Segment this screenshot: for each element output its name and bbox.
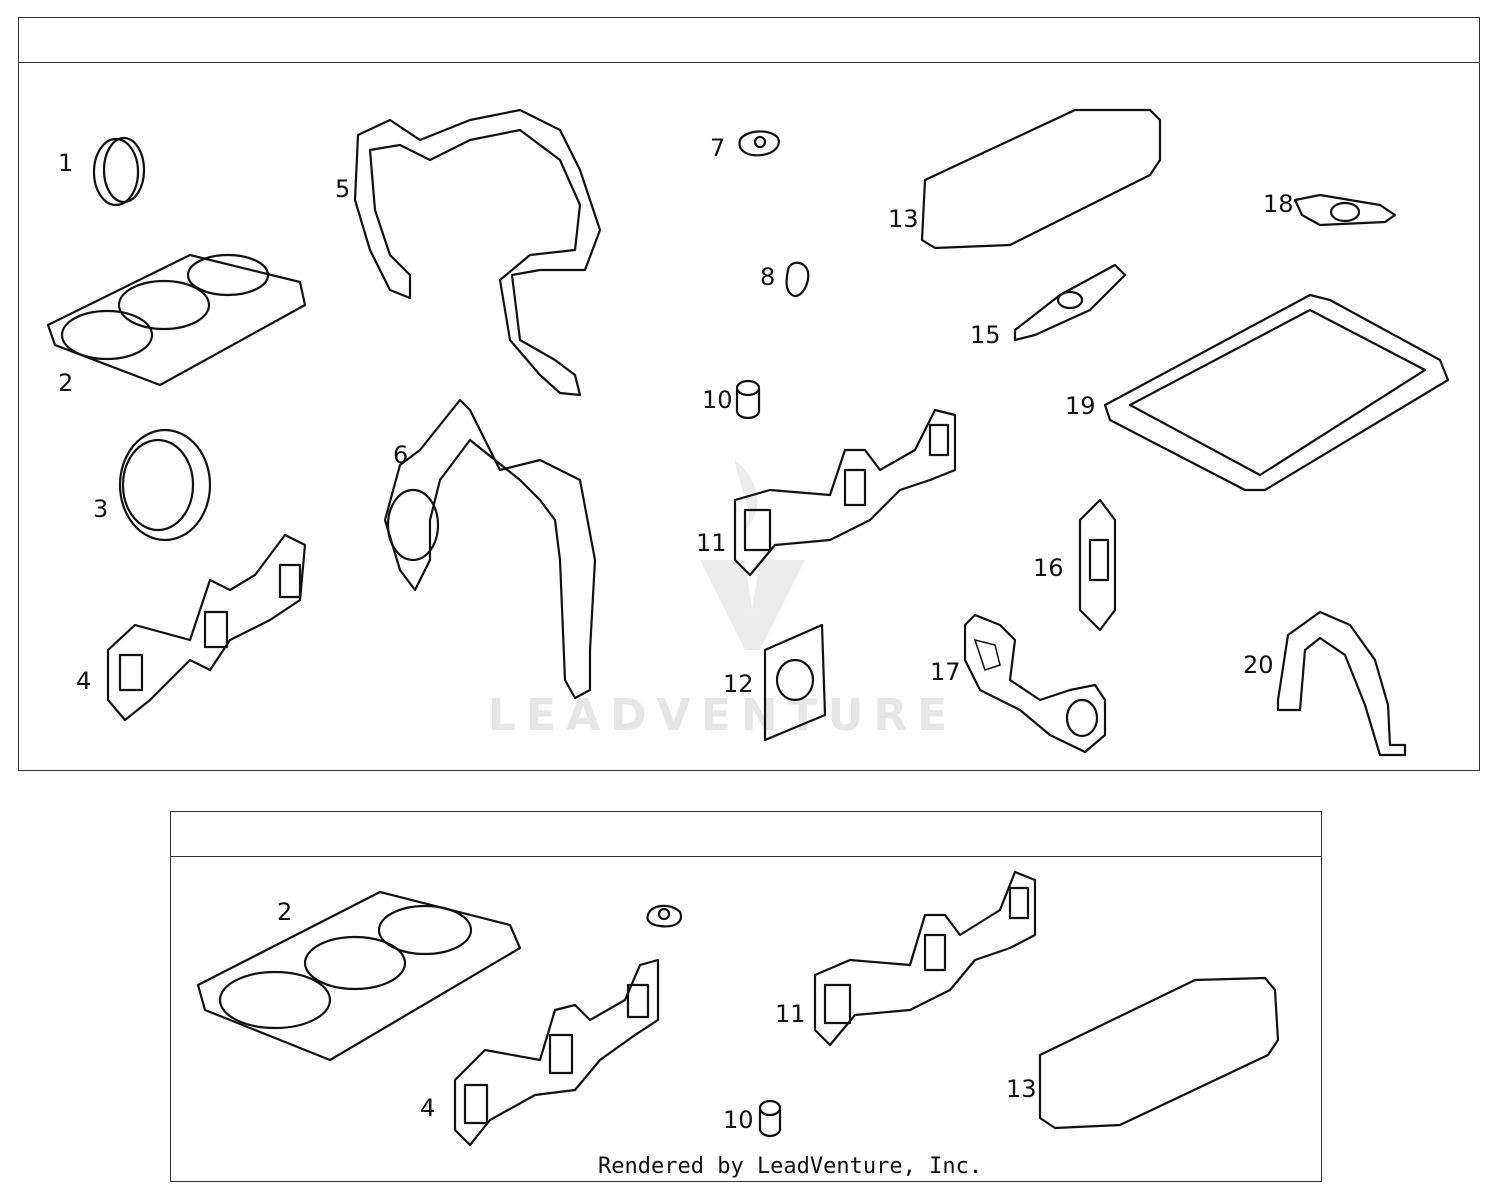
callout-2: 2 xyxy=(58,369,73,397)
part-20-rear-seal-retainer xyxy=(1276,610,1407,757)
diagram-panel-top xyxy=(18,17,1480,771)
part-15-oval-gasket xyxy=(1013,263,1127,342)
watermark-text: LEADVENTURE xyxy=(488,690,957,741)
callout-16: 16 xyxy=(1033,554,1064,582)
callout-11-kit: 11 xyxy=(775,1000,806,1028)
callout-10: 10 xyxy=(702,386,733,414)
callout-4-kit: 4 xyxy=(420,1094,435,1122)
part-1-seal-ring xyxy=(92,136,146,207)
callout-15: 15 xyxy=(970,321,1001,349)
part-11-exhaust-manifold-gasket xyxy=(733,408,957,577)
part-6-timing-cover-gasket xyxy=(383,398,597,700)
part-16-rect-gasket xyxy=(1078,498,1117,632)
callout-12: 12 xyxy=(723,670,754,698)
callout-3: 3 xyxy=(93,495,108,523)
part-8-retainer xyxy=(785,261,810,298)
part-2-head-gasket xyxy=(46,253,307,387)
callout-13: 13 xyxy=(888,205,919,233)
part-17-thermostat-gasket xyxy=(963,613,1107,754)
part-13-rocker-cover-gasket-kit xyxy=(1038,976,1280,1130)
part-4-manifold-gasket xyxy=(106,533,307,722)
part-2-head-gasket-kit xyxy=(196,890,522,1062)
callout-6: 6 xyxy=(393,441,408,469)
leadventure-logo-watermark xyxy=(700,460,805,650)
part-5-front-cover-gasket xyxy=(353,108,602,397)
callout-13-kit: 13 xyxy=(1006,1075,1037,1103)
callout-1: 1 xyxy=(58,149,73,177)
callout-2-kit: 2 xyxy=(277,898,292,926)
callout-20: 20 xyxy=(1243,651,1274,679)
part-12-flange-gasket xyxy=(763,623,827,742)
callout-19: 19 xyxy=(1065,392,1096,420)
callout-8: 8 xyxy=(760,263,775,291)
callout-10-kit: 10 xyxy=(723,1106,754,1134)
panel-top-header xyxy=(19,18,1479,63)
part-3-oil-seal xyxy=(118,428,212,542)
part-4-manifold-gasket-kit xyxy=(453,958,660,1147)
part-13-rocker-cover-gasket xyxy=(920,108,1162,250)
callout-5: 5 xyxy=(335,175,350,203)
diagram-panel-bottom xyxy=(170,811,1322,1182)
callout-17: 17 xyxy=(930,658,961,686)
part-11-exhaust-manifold-gasket-kit xyxy=(813,870,1037,1047)
part-10-valve-seal-kit xyxy=(758,1099,782,1138)
panel-bottom-header xyxy=(171,812,1321,857)
part-19-oil-pan-gasket xyxy=(1103,293,1450,492)
part-7-clip xyxy=(738,130,780,157)
callout-18: 18 xyxy=(1263,190,1294,218)
part-10-valve-seal xyxy=(735,379,761,420)
part-18-small-gasket xyxy=(1293,193,1397,227)
callout-4: 4 xyxy=(76,667,91,695)
rendered-by-footer: Rendered by LeadVenture, Inc. xyxy=(598,1154,982,1179)
callout-11: 11 xyxy=(696,529,727,557)
callout-7: 7 xyxy=(710,134,725,162)
part-7-clip-kit xyxy=(646,904,683,928)
